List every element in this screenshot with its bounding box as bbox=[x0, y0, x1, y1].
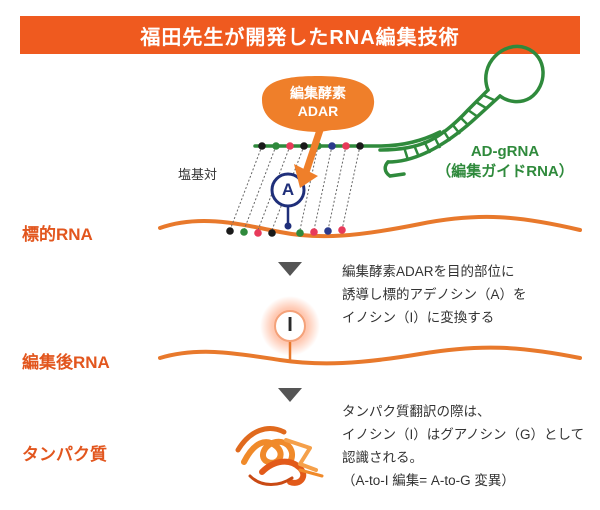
guide-rna-strand bbox=[253, 130, 442, 148]
step2-line: タンパク質翻訳の際は、 bbox=[342, 404, 491, 419]
guide-rna-label-line1: AD-gRNA bbox=[470, 143, 540, 160]
step1-line: 誘導し標的アデノシン（A）を bbox=[342, 287, 527, 302]
step2-line: （A-to-I 編集= A-to-G 変異） bbox=[342, 473, 515, 488]
enzyme-adar-shape bbox=[262, 76, 375, 132]
target-rna-label: 標的RNA bbox=[22, 225, 93, 244]
enzyme-label: 編集酵素 ADAR bbox=[270, 84, 366, 120]
enzyme-arrow bbox=[302, 128, 324, 174]
guide-rna-label-line2: （編集ガイドRNA） bbox=[436, 163, 574, 180]
target-rna-strand bbox=[158, 214, 582, 239]
target-strand-beads bbox=[226, 226, 346, 237]
step1-line: 編集酵素ADARを目的部位に bbox=[342, 264, 515, 279]
adenosine-letter: A bbox=[281, 180, 295, 199]
triangle-down-icon bbox=[278, 262, 302, 276]
protein-label: タンパク質 bbox=[22, 445, 107, 464]
inosine-badge bbox=[260, 296, 320, 360]
triangle-down-icon bbox=[278, 388, 302, 402]
inosine-letter: I bbox=[287, 314, 293, 336]
enzyme-label-line1: 編集酵素 bbox=[290, 85, 346, 101]
step2-line: イノシン（I）はグアノシン（G）として bbox=[342, 427, 585, 442]
step2-description: タンパク質翻訳の際は、 イノシン（I）はグアノシン（G）として 認識される。 （… bbox=[342, 400, 584, 492]
step2-line: 認識される。 bbox=[342, 450, 423, 465]
edited-rna-strand bbox=[158, 345, 582, 366]
enzyme-arrow-head bbox=[294, 164, 318, 188]
step1-line: イノシン（I）に変換する bbox=[342, 310, 495, 325]
base-pair-label: 塩基対 bbox=[178, 167, 218, 182]
step1-description: 編集酵素ADARを目的部位に 誘導し標的アデノシン（A）を イノシン（I）に変換… bbox=[342, 260, 527, 329]
protein-ribbon-icon bbox=[235, 426, 324, 486]
page-title: 福田先生が開発したRNA編集技術 bbox=[20, 16, 580, 54]
adenosine-badge bbox=[270, 172, 306, 230]
guide-rna-label: AD-gRNA （編集ガイドRNA） bbox=[430, 142, 580, 182]
hairpin-base-pairs bbox=[402, 93, 495, 161]
edited-rna-label: 編集後RNA bbox=[22, 353, 110, 372]
enzyme-label-line2: ADAR bbox=[297, 103, 339, 119]
